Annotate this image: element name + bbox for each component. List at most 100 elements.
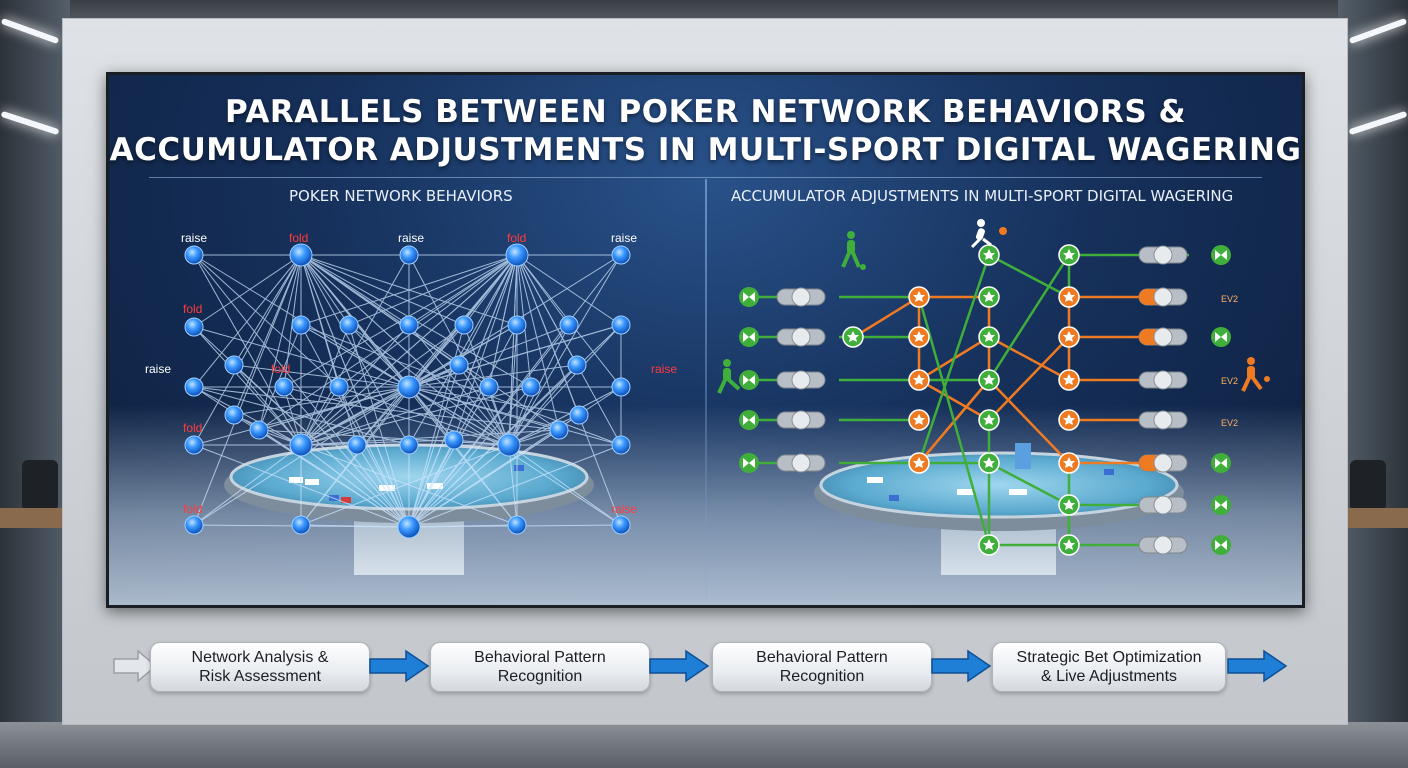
toggle-knob (791, 370, 811, 390)
bowtie-icon (749, 375, 755, 385)
network-node (399, 315, 419, 335)
network-node (559, 315, 579, 335)
network-edge (300, 324, 465, 446)
network-edge (356, 444, 410, 528)
network-edge (258, 324, 302, 431)
flow-arrow-icon (931, 649, 992, 683)
star-node-icon (847, 331, 859, 342)
title-divider (149, 177, 1262, 178)
network-node (224, 355, 244, 375)
star-node-icon (1063, 457, 1075, 468)
network-edge (408, 324, 510, 446)
network-edge (300, 439, 455, 446)
toggle-knob (1153, 453, 1173, 473)
bowtie-icon (1221, 332, 1227, 342)
bowtie-icon (743, 292, 749, 302)
star-node-icon (983, 457, 995, 468)
toggle-knob (1153, 287, 1173, 307)
action-label: fold (183, 302, 202, 316)
conference-table (0, 508, 62, 528)
network-edge (233, 364, 410, 388)
network-node (567, 355, 587, 375)
star-node-icon (1063, 414, 1075, 425)
network-edge (300, 254, 350, 326)
network-node (449, 355, 469, 375)
network-edge (193, 326, 302, 446)
network-edge (258, 254, 302, 431)
star-node-icon (983, 249, 995, 260)
star-node-icon (1063, 249, 1075, 260)
bowtie-icon (1215, 500, 1221, 510)
star-node-icon (913, 414, 925, 425)
network-edge (408, 429, 560, 528)
network-node (184, 435, 204, 455)
accumulator-edge (919, 461, 1139, 507)
network-edge (516, 254, 622, 446)
network-edge (348, 324, 410, 388)
bowtie-icon (1221, 250, 1227, 260)
toggle-knob (791, 453, 811, 473)
network-edge (508, 444, 622, 526)
network-edge (193, 254, 302, 526)
network-edge (193, 386, 410, 446)
network-node (184, 245, 204, 265)
star-node-icon (1063, 499, 1075, 510)
network-edge (300, 254, 410, 528)
network-edge (300, 254, 465, 326)
flow-step-1: Network Analysis & Risk Assessment (150, 642, 370, 692)
network-edge (300, 254, 510, 446)
display-screen: PARALLELS BETWEEN POKER NETWORK BEHAVIOR… (106, 72, 1305, 608)
network-node (507, 515, 527, 535)
office-chair (1350, 460, 1386, 508)
network-node (521, 377, 541, 397)
network-node (291, 315, 311, 335)
action-label: raise (145, 362, 171, 376)
network-edge (193, 254, 302, 446)
action-label: fold (183, 502, 202, 516)
network-node (289, 433, 313, 457)
action-label: raise (611, 502, 637, 516)
star-node-icon (983, 291, 995, 302)
bowtie-icon (1215, 332, 1221, 342)
network-edge (193, 386, 302, 446)
action-label: raise (611, 231, 637, 245)
toggle-knob (791, 410, 811, 430)
star-node-icon (913, 457, 925, 468)
network-edge (408, 386, 580, 416)
network-edge (300, 386, 490, 446)
star-node-icon (983, 414, 995, 425)
network-node (399, 435, 419, 455)
left-network-edges (193, 254, 622, 528)
bowtie-icon (1221, 540, 1227, 550)
network-node (184, 377, 204, 397)
network-edge (408, 364, 578, 528)
poker-action-labels: raise fold raise fold raise fold raise f… (145, 231, 677, 516)
network-node (329, 377, 349, 397)
network-edge (258, 254, 518, 431)
network-edge (508, 414, 580, 446)
toggle-knob (1153, 245, 1173, 265)
toggle-knob (791, 287, 811, 307)
network-node (399, 245, 419, 265)
network-edge (300, 364, 460, 446)
flow-arrow-icon (649, 649, 710, 683)
right-panel-heading: ACCUMULATOR ADJUSTMENTS IN MULTI-SPORT D… (731, 187, 1234, 205)
network-node (611, 377, 631, 397)
network-edge (300, 254, 560, 431)
network-edge (300, 254, 518, 326)
bowtie-icon (743, 415, 749, 425)
network-edge (300, 324, 410, 528)
star-node-icon (1063, 539, 1075, 550)
network-edge (300, 254, 358, 446)
odds-tag: EV2 (1221, 418, 1238, 428)
network-edge (408, 254, 518, 528)
network-edge (193, 254, 302, 388)
network-edge (516, 254, 622, 326)
odds-tag: EV2 (1221, 376, 1238, 386)
network-edge (338, 386, 410, 528)
network-edge (408, 364, 578, 388)
bowtie-icon (1221, 458, 1227, 468)
network-edge (283, 386, 410, 528)
network-edge (508, 444, 518, 526)
flow-step-label: Network Analysis & Risk Assessment (191, 649, 329, 685)
